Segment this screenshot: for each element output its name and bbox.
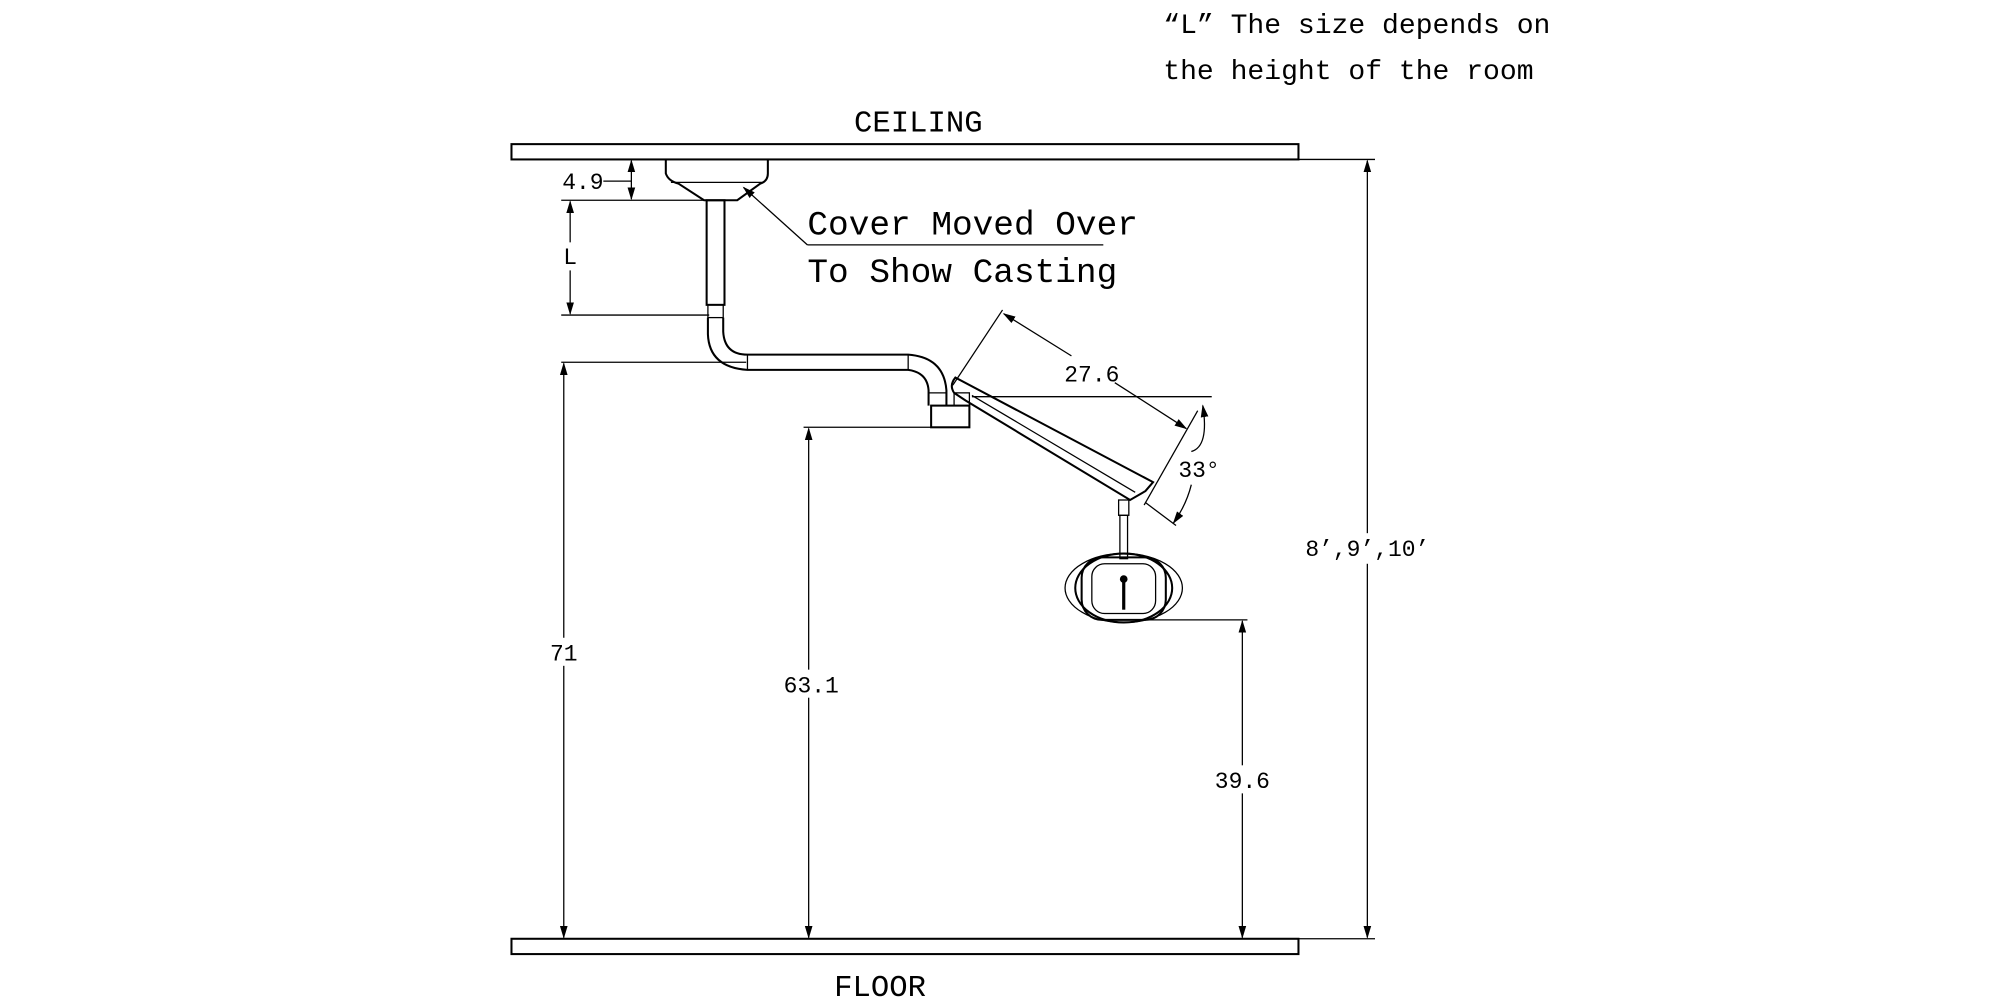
note-line-2: the height of the room: [1163, 57, 1533, 88]
ceiling-bar: [510, 143, 1300, 161]
dim-room-height-label: 8’,9’,10’: [1305, 537, 1429, 563]
note-line-1: “L” The size depends on: [1163, 11, 1550, 42]
ext-line: [1143, 410, 1199, 506]
articulating-arm: [950, 376, 1155, 502]
dim-arm-height-label: 71: [550, 642, 578, 668]
drop-pole: [705, 199, 971, 429]
cover-leader-line: [742, 186, 808, 246]
dim-lamp-height-label: 39.6: [1215, 769, 1270, 795]
ceiling-label: CEILING: [854, 107, 983, 141]
cover-label-line-1: Cover Moved Over: [807, 207, 1138, 246]
angle-arc-a: [1191, 404, 1209, 453]
lamp-head: [1064, 499, 1184, 624]
cover-label-line-2: To Show Casting: [807, 254, 1117, 293]
dim-arm-length-b: [1114, 382, 1188, 430]
angle-ext-line: [1145, 502, 1177, 527]
dim-canopy-label: 4.9: [562, 170, 603, 196]
joint-box: [930, 404, 971, 429]
dim-pole-label: L: [563, 245, 577, 271]
dim-joint-height-label: 63.1: [784, 674, 839, 700]
angle-arc-b: [1172, 484, 1192, 524]
dim-arm-length-label: 27.6: [1064, 362, 1119, 388]
dim-arm-length-a: [1002, 313, 1072, 357]
canopy: [664, 159, 769, 202]
ext-line: [952, 309, 1004, 386]
dim-arm-angle-label: 33°: [1178, 458, 1219, 484]
floor-bar: [510, 937, 1300, 956]
floor-label: FLOOR: [834, 972, 926, 1000]
